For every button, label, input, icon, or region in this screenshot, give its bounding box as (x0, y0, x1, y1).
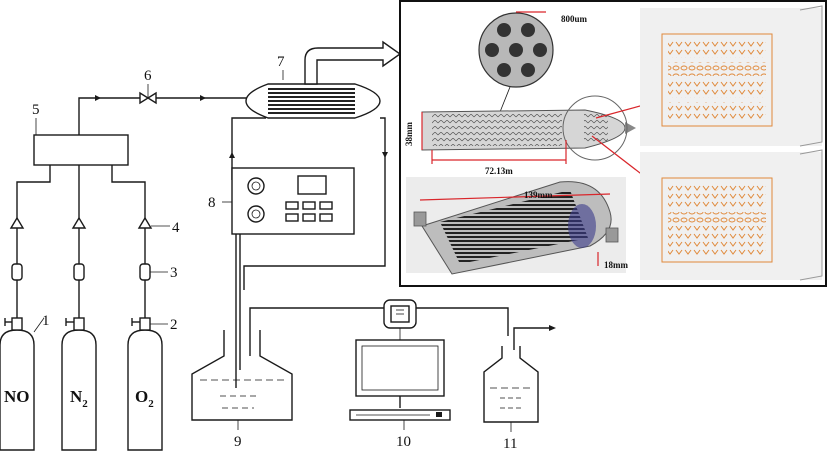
temperature-controller (222, 167, 355, 235)
dim-height: 38mm (404, 122, 414, 146)
label-7: 7 (277, 54, 285, 70)
gas-cylinder-o2: O2 (127, 317, 163, 451)
label-3: 3 (170, 265, 178, 281)
label-9: 9 (234, 434, 242, 450)
gas-cylinder-n2: N2 (61, 317, 97, 451)
line-to-analyzer (249, 307, 509, 356)
reactor-3d-render: 139mm 18mm (406, 177, 628, 275)
gas-cylinder-no: NO (0, 317, 35, 451)
pore-magnified-view: 800um (478, 11, 588, 113)
reactor-detail-panel: 800um 38mm 72.13m (399, 0, 827, 287)
filter-icon (139, 263, 151, 281)
tail-gas-bottle (483, 325, 556, 432)
flow-pattern-render-top (640, 5, 823, 147)
dim-channel-length: 72.13m (485, 166, 513, 176)
filter-icon (11, 263, 23, 281)
micro-reactor (245, 70, 381, 119)
gas-label-n2: N2 (70, 387, 88, 410)
gas-label-no: NO (4, 387, 30, 406)
label-8: 8 (208, 195, 216, 211)
gas-label-o2: O2 (135, 387, 154, 410)
mixing-chamber (33, 134, 129, 166)
feed-line-to-reactor (78, 84, 248, 135)
line-reactor-to-controller (231, 117, 266, 180)
line-reactor-outlet (243, 117, 386, 290)
filter-icon (73, 263, 85, 281)
dim-depth: 18mm (604, 260, 628, 270)
dim-pore: 800um (561, 14, 588, 24)
exhaust-arrow-icon (304, 40, 402, 85)
check-valve-icon (9, 216, 25, 229)
absorption-bottle (191, 330, 293, 430)
label-6: 6 (144, 68, 152, 84)
reactor-plate-render-top: 38mm 72.13m (404, 95, 663, 191)
label-1: 1 (42, 313, 50, 329)
flow-pattern-render-bottom (640, 149, 823, 281)
gas-feed-lines (9, 165, 153, 318)
monitor-icon (355, 339, 445, 397)
dim-total-length: 139mm (524, 190, 553, 200)
label-5: 5 (32, 102, 40, 118)
label-2: 2 (170, 317, 178, 333)
check-valve-icon (71, 216, 87, 229)
label-4: 4 (172, 220, 180, 236)
label-11: 11 (503, 436, 517, 452)
gas-analyzer (349, 299, 451, 430)
label-10: 10 (396, 434, 411, 450)
check-valve-icon (137, 216, 153, 229)
